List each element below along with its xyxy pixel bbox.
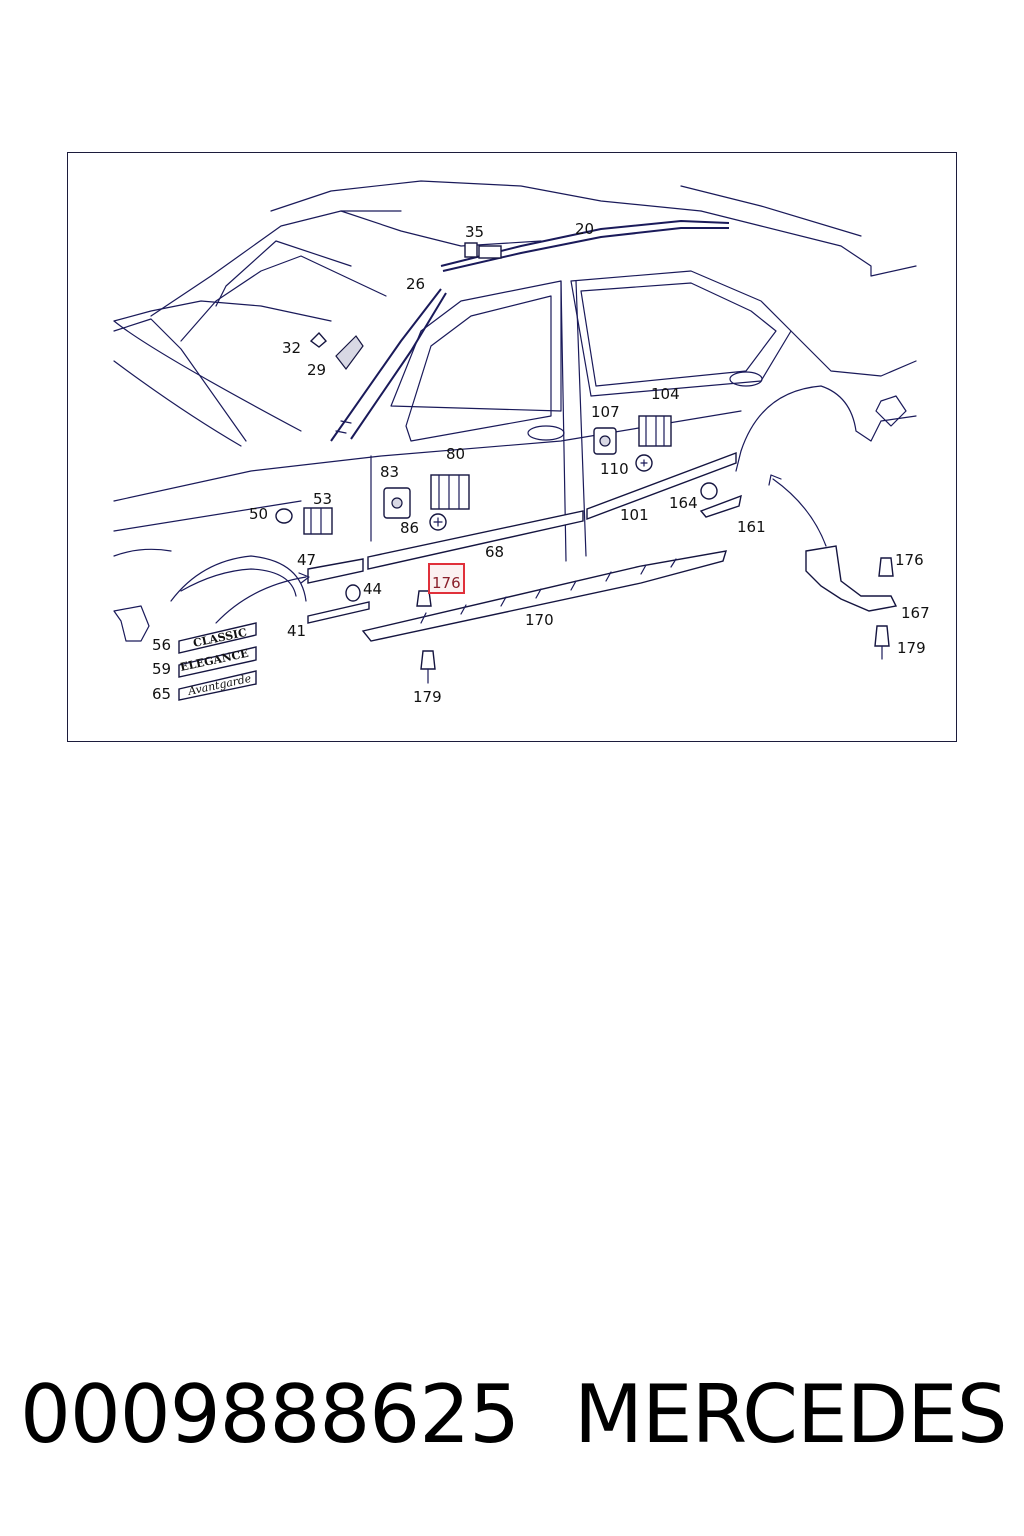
callout-164: 164 — [669, 494, 698, 512]
callout-53: 53 — [313, 490, 332, 508]
model-badges: CLASSIC ELEGANCE Avantgarde — [178, 622, 257, 701]
callout-104: 104 — [651, 385, 680, 403]
callout-176-rear: 176 — [895, 551, 924, 569]
callout-56: 56 — [152, 636, 171, 654]
callout-59: 59 — [152, 660, 171, 678]
callout-179-rear: 179 — [897, 639, 926, 657]
callout-179-front: 179 — [413, 688, 442, 706]
callout-32: 32 — [282, 339, 301, 357]
part-number: 0009888625 — [20, 1368, 520, 1461]
car-body-illustration: CLASSIC ELEGANCE Avantgarde 20 35 26 32 … — [113, 180, 930, 706]
callout-176-highlighted: 176 — [432, 574, 461, 592]
callout-41: 41 — [287, 622, 306, 640]
callout-167: 167 — [901, 604, 930, 622]
callout-44: 44 — [363, 580, 382, 598]
callout-50: 50 — [249, 505, 268, 523]
callout-107: 107 — [591, 403, 620, 421]
callout-80: 80 — [446, 445, 465, 463]
callout-161: 161 — [737, 518, 766, 536]
callout-20: 20 — [575, 220, 594, 238]
car-outline — [113, 180, 917, 642]
callout-65: 65 — [152, 685, 171, 703]
leader-arrows — [215, 474, 827, 624]
callout-47: 47 — [297, 551, 316, 569]
badge-avantgarde: Avantgarde — [186, 672, 253, 698]
clips-and-fasteners — [275, 242, 898, 684]
callout-68: 68 — [485, 543, 504, 561]
callout-labels: 20 35 26 32 29 104 107 110 83 80 50 53 8… — [152, 220, 930, 706]
callout-101: 101 — [620, 506, 649, 524]
brand-name: MERCEDES — [574, 1368, 1008, 1461]
callout-170: 170 — [525, 611, 554, 629]
callout-83: 83 — [380, 463, 399, 481]
callout-35: 35 — [465, 223, 484, 241]
callout-26: 26 — [406, 275, 425, 293]
callout-29: 29 — [307, 361, 326, 379]
product-caption: 0009888625 MERCEDES — [0, 1368, 1024, 1468]
callout-110: 110 — [600, 460, 629, 478]
parts-diagram: CLASSIC ELEGANCE Avantgarde 20 35 26 32 … — [67, 152, 957, 742]
moulding-strips — [307, 451, 742, 642]
highlight-box — [428, 563, 465, 594]
callout-86: 86 — [400, 519, 419, 537]
trim-strips — [330, 220, 730, 442]
badge-classic: CLASSIC — [192, 626, 248, 650]
